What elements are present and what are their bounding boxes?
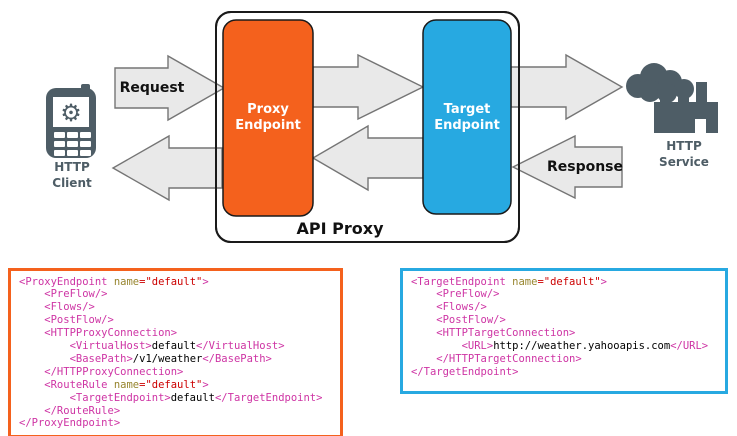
http-client-label: HTTP Client [52,160,92,190]
request-arrow [114,54,226,122]
target-endpoint-label: Target Endpoint [434,102,500,134]
code-line: <HTTPProxyConnection> [19,327,178,340]
response-arrow-label: Response [546,159,624,175]
proxy-endpoint-xml-panel: <ProxyEndpoint name="default"> <PreFlow/… [8,267,343,436]
phone-icon: ⚙ [46,84,96,158]
phone-keypad [54,132,91,156]
code-line: </HTTPProxyConnection> [19,365,184,378]
target-to-service-arrow [510,53,624,121]
code-line: </TargetEndpoint> [411,365,519,378]
code-line: <PreFlow/> [19,288,108,301]
code-line: </HTTPTargetConnection> [411,352,582,365]
code-line: <PostFlow/> [19,314,114,327]
target-endpoint-xml-panel: <TargetEndpoint name="default"> <PreFlow… [400,267,728,394]
request-arrow-label: Request [119,80,185,96]
code-line: <BasePath>/v1/weather</BasePath> [19,352,272,365]
response-arrow [511,134,623,200]
proxy-to-target-arrow [312,53,425,121]
api-proxy-label: API Proxy [296,219,384,238]
code-line: <VirtualHost>default</VirtualHost> [19,340,285,353]
code-line: </ProxyEndpoint> [19,417,121,430]
proxy-endpoint-box [222,19,314,217]
code-line: <ProxyEndpoint name="default"> [19,275,209,288]
http-service-label: HTTP Service [659,139,709,169]
response-to-client-arrow [111,134,223,202]
code-line: <TargetEndpoint name="default"> [411,275,607,288]
code-line: <TargetEndpoint>default</TargetEndpoint> [19,391,323,404]
code-line: <RouteRule name="default"> [19,378,209,391]
code-line: <URL>http://weather.yahooapis.com</URL> [411,340,709,353]
code-line: <Flows/> [411,301,487,314]
code-line: <HTTPTargetConnection> [411,327,576,340]
proxy-endpoint-label: Proxy Endpoint [235,102,301,134]
flow-diagram-canvas: ⚙ [46,11,718,243]
code-line: <PostFlow/> [411,314,506,327]
target-endpoint-box [422,19,512,215]
code-line: </RouteRule> [19,404,121,417]
target-to-proxy-arrow [311,124,424,192]
api-proxy-container-border [215,11,520,243]
gear-icon: ⚙ [60,99,82,127]
code-line: <PreFlow/> [411,288,500,301]
factory-icon [626,63,718,133]
code-line: <Flows/> [19,301,95,314]
